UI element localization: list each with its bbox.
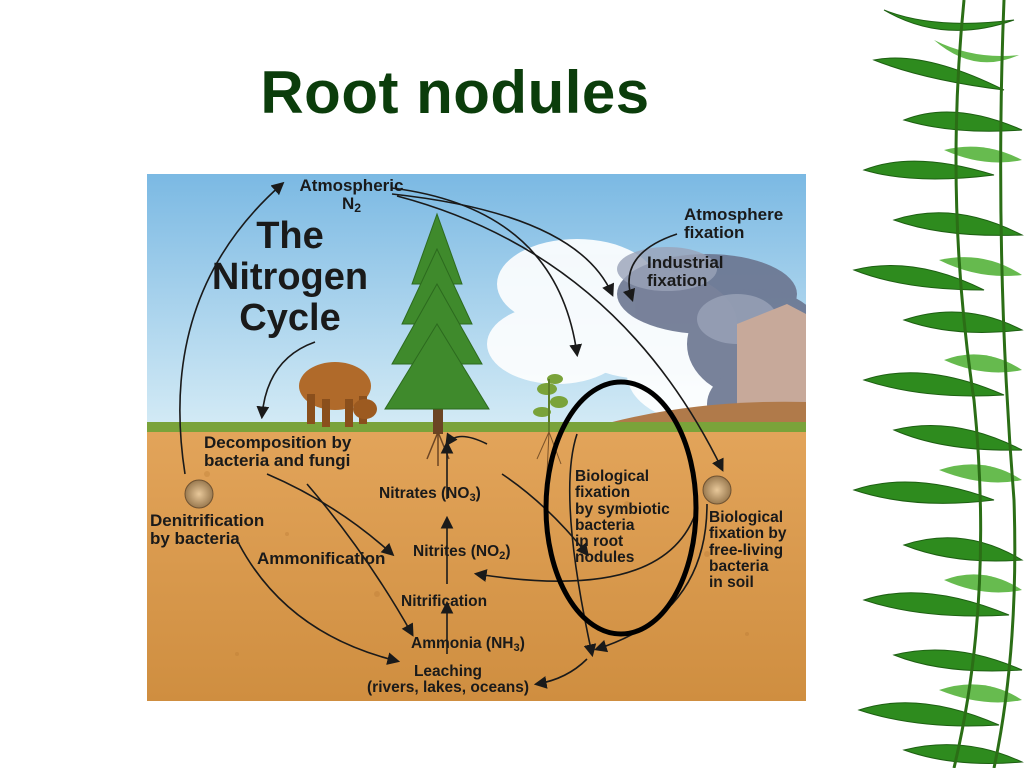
slide-title: Root nodules: [260, 59, 650, 126]
label-leaching-line-1: Leaching: [413, 663, 483, 680]
label-leaching-line-2: (rivers, lakes, oceans): [367, 679, 529, 697]
label-nitrification: Nitrification: [401, 593, 488, 610]
label-nitrates-subscript: 3: [469, 491, 476, 504]
label-industrial-fixation-line-1: Industrial: [647, 253, 724, 272]
label-ammonia: Ammonia (NH3): [411, 635, 525, 654]
label-ammonia-text: Ammonia (NH: [411, 635, 514, 652]
label-decomposition-line-2: bacteria and fungi: [204, 450, 351, 470]
label-nitrites-subscript: 2: [499, 549, 506, 562]
label-nitrites: Nitrites (NO2): [413, 543, 511, 562]
label-free-living-line-2: fixation by: [709, 525, 787, 543]
label-free-living-line-5: in soil: [709, 574, 754, 592]
label-nitrates-text: Nitrates (NO: [379, 485, 470, 502]
label-atmospheric-line-1: Atmospheric: [299, 176, 404, 195]
diagram-title-line-1: The: [256, 215, 324, 257]
diagram-title-line-3: Cycle: [239, 297, 341, 340]
label-nitrites-close: ): [505, 543, 511, 560]
label-atmosphere-fixation: Atmosphere fixation: [684, 206, 783, 242]
label-free-living-line-1: Biological: [709, 509, 784, 526]
label-symbiotic-line-1: Biological: [575, 468, 650, 485]
label-decomposition: Decomposition by bacteria and fungi: [204, 434, 351, 470]
label-nitrites-text: Nitrites (NO: [413, 543, 500, 560]
label-ammonification: Ammonification: [257, 549, 386, 568]
label-free-living-line-3: free-living: [709, 541, 784, 559]
label-nitrates-close: ): [475, 485, 481, 502]
label-decomposition-line-1: Decomposition by: [204, 433, 352, 452]
label-atmosphere-fixation-line-1: Atmosphere: [684, 205, 784, 224]
label-n: N: [341, 193, 355, 213]
nitrogen-cycle-diagram: The Nitrogen Cycle Atmospheric N2 Atmosp…: [147, 174, 806, 701]
label-industrial-fixation-line-2: fixation: [647, 270, 708, 290]
label-symbiotic-line-4: bacteria: [575, 516, 635, 534]
label-atmospheric-n2: Atmospheric N2: [289, 177, 414, 215]
highlight-ellipse: [543, 379, 699, 637]
label-atmosphere-fixation-line-2: fixation: [684, 222, 745, 242]
label-atmospheric-line-2: N2: [289, 193, 414, 215]
label-symbiotic-line-2: fixation: [575, 484, 631, 502]
label-biological-fixation-symbiotic: Biological fixation by symbiotic bacteri…: [575, 468, 670, 567]
label-n-subscript: 2: [354, 200, 362, 215]
label-ammonia-close: ): [519, 635, 525, 652]
label-denitrification: Denitrification by bacteria: [150, 512, 264, 548]
label-nitrates: Nitrates (NO3): [379, 485, 481, 504]
label-free-living-line-4: bacteria: [709, 557, 769, 575]
diagram-title: The Nitrogen Cycle: [195, 215, 385, 340]
label-biological-fixation-free-living: Biological fixation by free-living bacte…: [709, 509, 787, 592]
bamboo-decoration: [852, 0, 1024, 768]
label-denitrification-line-2: by bacteria: [150, 528, 240, 548]
cow-illustration: [299, 362, 377, 427]
label-leaching: Leaching (rivers, lakes, oceans): [352, 663, 544, 697]
diagram-artwork: [147, 174, 806, 701]
label-ammonia-subscript: 3: [513, 641, 520, 654]
label-symbiotic-line-6: nodules: [575, 549, 635, 567]
label-symbiotic-line-3: by symbiotic: [575, 500, 670, 518]
label-denitrification-line-1: Denitrification: [150, 511, 265, 530]
diagram-title-line-2: Nitrogen: [211, 256, 369, 299]
label-industrial-fixation: Industrial fixation: [647, 254, 724, 290]
label-symbiotic-line-5: in root: [575, 533, 624, 551]
